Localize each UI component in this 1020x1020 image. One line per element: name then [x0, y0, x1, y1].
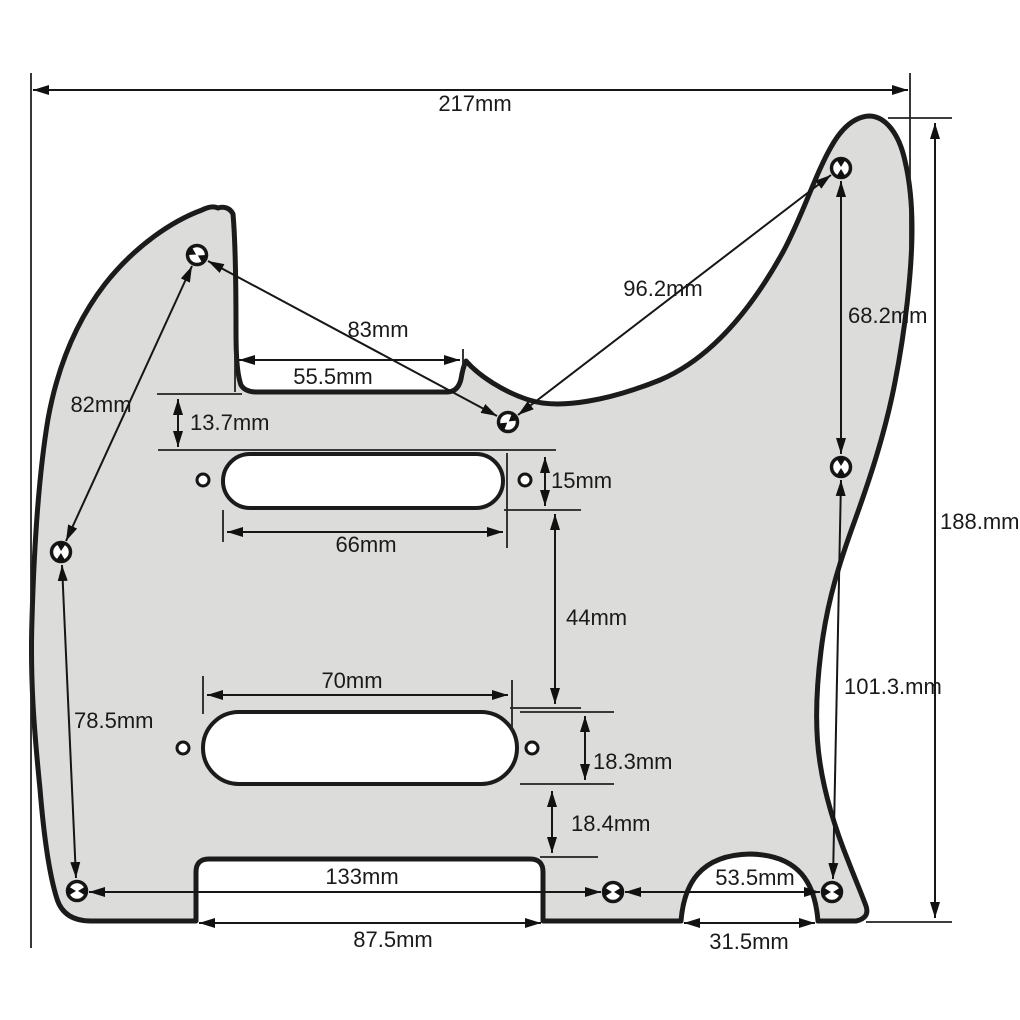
- dimension-labels: 217mm 188.mm 96.2mm 68.2mm 83mm 55.5mm 8…: [70, 91, 1019, 954]
- pickguard-outline: [28, 113, 915, 924]
- label-control-notch-width: 87.5mm: [353, 927, 432, 952]
- neck-pickup-cutout: [221, 452, 505, 510]
- extension-lines: [30, 73, 952, 948]
- label-bridge-pickup-width: 70mm: [321, 668, 382, 693]
- label-neck-pickup-width: 66mm: [335, 532, 396, 557]
- label-bridge-pickup-height: 18.3mm: [593, 749, 672, 774]
- label-jack-arch-width: 31.5mm: [709, 929, 788, 954]
- bridge-pickup-cutout: [201, 710, 519, 786]
- dim-lower-right-drop: [828, 479, 846, 880]
- pickup-mount-hole: [524, 740, 540, 756]
- label-overall-height: 188.mm: [940, 509, 1019, 534]
- dim-lower-left-span: [57, 564, 81, 879]
- label-pickup-spacing: 44mm: [566, 605, 627, 630]
- dimension-lines: [33, 85, 940, 928]
- label-notch-to-neck-pickup: 13.7mm: [190, 410, 269, 435]
- screw-holes: [49, 156, 853, 904]
- label-bottom-span-right: 53.5mm: [715, 865, 794, 890]
- pickup-mount-hole: [175, 740, 191, 756]
- dim-upper-left-diag: [65, 265, 193, 542]
- label-upper-diag-left: 83mm: [347, 317, 408, 342]
- pickup-mount-hole: [195, 472, 211, 488]
- label-upper-left-diag: 82mm: [70, 392, 131, 417]
- label-upper-diag-right: 96.2mm: [623, 276, 702, 301]
- label-upper-right-drop: 68.2mm: [848, 303, 927, 328]
- label-neck-pickup-height: 15mm: [551, 468, 612, 493]
- pickup-mount-holes: [175, 472, 540, 756]
- label-bridge-to-notch: 18.4mm: [571, 811, 650, 836]
- pickup-mount-hole: [517, 472, 533, 488]
- label-lower-left-span: 78.5mm: [74, 708, 153, 733]
- dim-upper-diag-right: [517, 174, 832, 416]
- label-lower-right-drop: 101.3.mm: [844, 674, 942, 699]
- dim-upper-diag-left: [207, 260, 498, 417]
- label-overall-width: 217mm: [438, 91, 511, 116]
- label-neck-notch-width: 55.5mm: [293, 364, 372, 389]
- label-bottom-span-left: 133mm: [325, 864, 398, 889]
